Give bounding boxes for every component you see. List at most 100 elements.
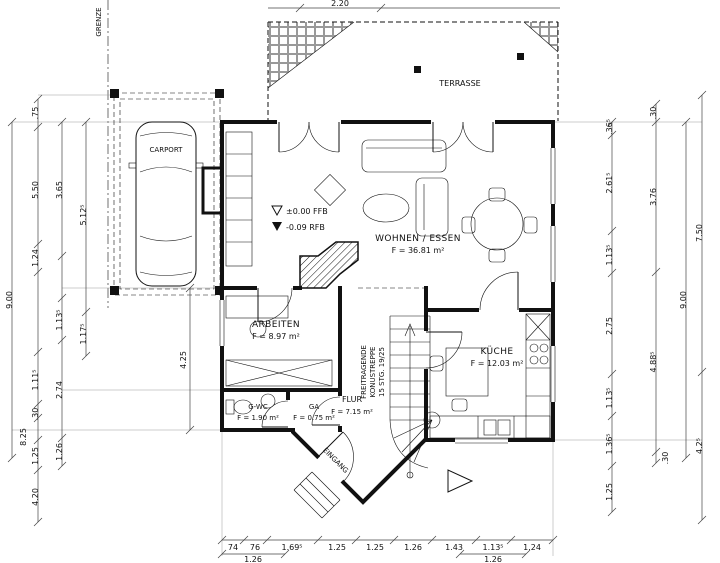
carport-post	[215, 89, 224, 98]
window-living-2	[550, 226, 556, 282]
side-table	[314, 174, 346, 206]
dim-label: 3.65	[55, 181, 64, 199]
cooktop-burner	[529, 343, 539, 353]
dim-label: 2.20	[331, 0, 349, 8]
washbasin	[260, 393, 276, 409]
sofa	[415, 177, 449, 237]
closet	[225, 359, 333, 387]
door-ga	[311, 396, 341, 426]
door-flur-kueche	[425, 331, 463, 369]
cooktop-burner	[539, 355, 549, 365]
window-arbeiten	[219, 300, 225, 346]
kitchen-table	[445, 347, 489, 397]
furniture-arbeiten	[225, 295, 333, 387]
cooktop-burner	[529, 355, 539, 365]
terrace-post	[517, 53, 524, 60]
toilet-bowl	[233, 399, 253, 415]
carport-post	[215, 286, 224, 295]
room-label-ga: GA	[309, 403, 319, 411]
dim-label: 76	[250, 543, 260, 552]
toilet-tank	[225, 399, 235, 415]
dim-label: 1.25	[328, 543, 346, 552]
room-label-gwc: G-WC	[248, 403, 268, 411]
entrance-steps	[293, 469, 474, 519]
cooktop-burner	[539, 343, 549, 353]
dim-label: 9.00	[5, 291, 14, 309]
dim-label: 3.76	[649, 188, 658, 206]
staircase	[389, 315, 441, 479]
window-living-1	[550, 148, 556, 204]
dim-label: 1.26	[484, 555, 502, 563]
room-area-ga: F = 0.75 m²	[293, 414, 335, 422]
fixtures-gwc	[225, 393, 276, 415]
dim-label: .75	[31, 107, 40, 120]
level-ffb: ±0.00 FFB	[286, 207, 328, 216]
windows	[219, 148, 556, 444]
dim-label: 7.50	[695, 224, 704, 242]
chair	[488, 187, 506, 202]
dim-label: 1.25	[31, 447, 40, 465]
dim-label: 1.17⁵	[79, 323, 88, 344]
dim-label: 74	[228, 543, 238, 552]
sink-bowl	[497, 419, 511, 436]
terrace-post	[414, 66, 421, 73]
dim-label: 1.13⁵	[605, 387, 614, 408]
room-area-kueche: F = 12.03 m²	[471, 359, 524, 368]
room-area-arbeiten: F = 8.97 m²	[252, 332, 300, 341]
room-label-terrasse: TERRASSE	[438, 79, 480, 88]
carport-post	[110, 89, 119, 98]
dim-label: 8.25	[19, 428, 28, 446]
dim-label: 1.43	[445, 543, 463, 552]
fireplace	[299, 241, 359, 289]
carport: CARPORT	[110, 89, 224, 296]
dim-label: 1.24	[523, 543, 541, 552]
dim-label: 4.20	[31, 488, 40, 506]
dim-label: 1.25	[366, 543, 384, 552]
property-boundary: GRENZE	[95, 0, 109, 308]
shelf-unit	[225, 131, 253, 267]
dim-label: 1.13⁵	[482, 543, 503, 552]
dimension-chain-left: 9.00 8.25 .75 5.50 1.24 1.11⁵ .30 1.25 4…	[5, 94, 195, 527]
doors	[257, 121, 519, 494]
door-living-kueche	[479, 271, 519, 311]
dim-label: 1.69⁵	[281, 543, 302, 552]
level-marker-filled	[272, 222, 282, 231]
car-top-view	[128, 121, 204, 287]
room-label-kueche: KÜCHE	[481, 346, 514, 357]
dim-label: 2.75	[605, 317, 614, 335]
chair	[488, 248, 506, 263]
chair	[429, 355, 444, 372]
dim-label: 1.36⁵	[605, 433, 614, 454]
dim-label: .30	[661, 452, 670, 465]
boundary-label: GRENZE	[95, 7, 103, 36]
level-rfb: -0.09 RFB	[286, 223, 325, 232]
stair-note-2: KONUSTREPPE	[369, 347, 377, 398]
desk	[225, 295, 289, 319]
terrace-door-east	[432, 121, 494, 153]
level-marker-open	[271, 205, 283, 217]
level-markers: ±0.00 FFB -0.09 RFB	[271, 205, 328, 232]
dim-label: 2.61⁵	[605, 172, 614, 193]
chair	[523, 216, 538, 234]
dim-label: 4.88⁵	[649, 351, 658, 372]
dim-label: 5.12⁵	[79, 204, 88, 225]
dimension-chain-top: 2.20	[268, 0, 560, 13]
sofa	[361, 139, 447, 173]
dimension-chain-bottom: 74 76 1.69⁵ 1.25 1.25 1.26 1.43 1.13⁵ 1.…	[217, 535, 558, 563]
dim-label: 1.26	[55, 443, 64, 461]
dim-label: 1.26	[244, 555, 262, 563]
dim-label: 2.74	[55, 381, 64, 399]
window-kueche-south	[455, 438, 508, 444]
room-area-gwc: F = 1.90 m²	[237, 414, 279, 422]
dim-label: 1.26	[404, 543, 422, 552]
terrace: TERRASSE	[267, 21, 559, 121]
dim-label: 1.25	[605, 483, 614, 501]
furniture-kueche	[429, 313, 551, 439]
room-label-wohnen: WOHNEN / ESSEN	[375, 234, 461, 244]
desk-chair	[249, 320, 267, 338]
coffee-table	[362, 193, 410, 223]
extension-lines	[12, 94, 702, 556]
dim-label: .30	[31, 408, 40, 421]
triangle-marker	[447, 469, 474, 493]
